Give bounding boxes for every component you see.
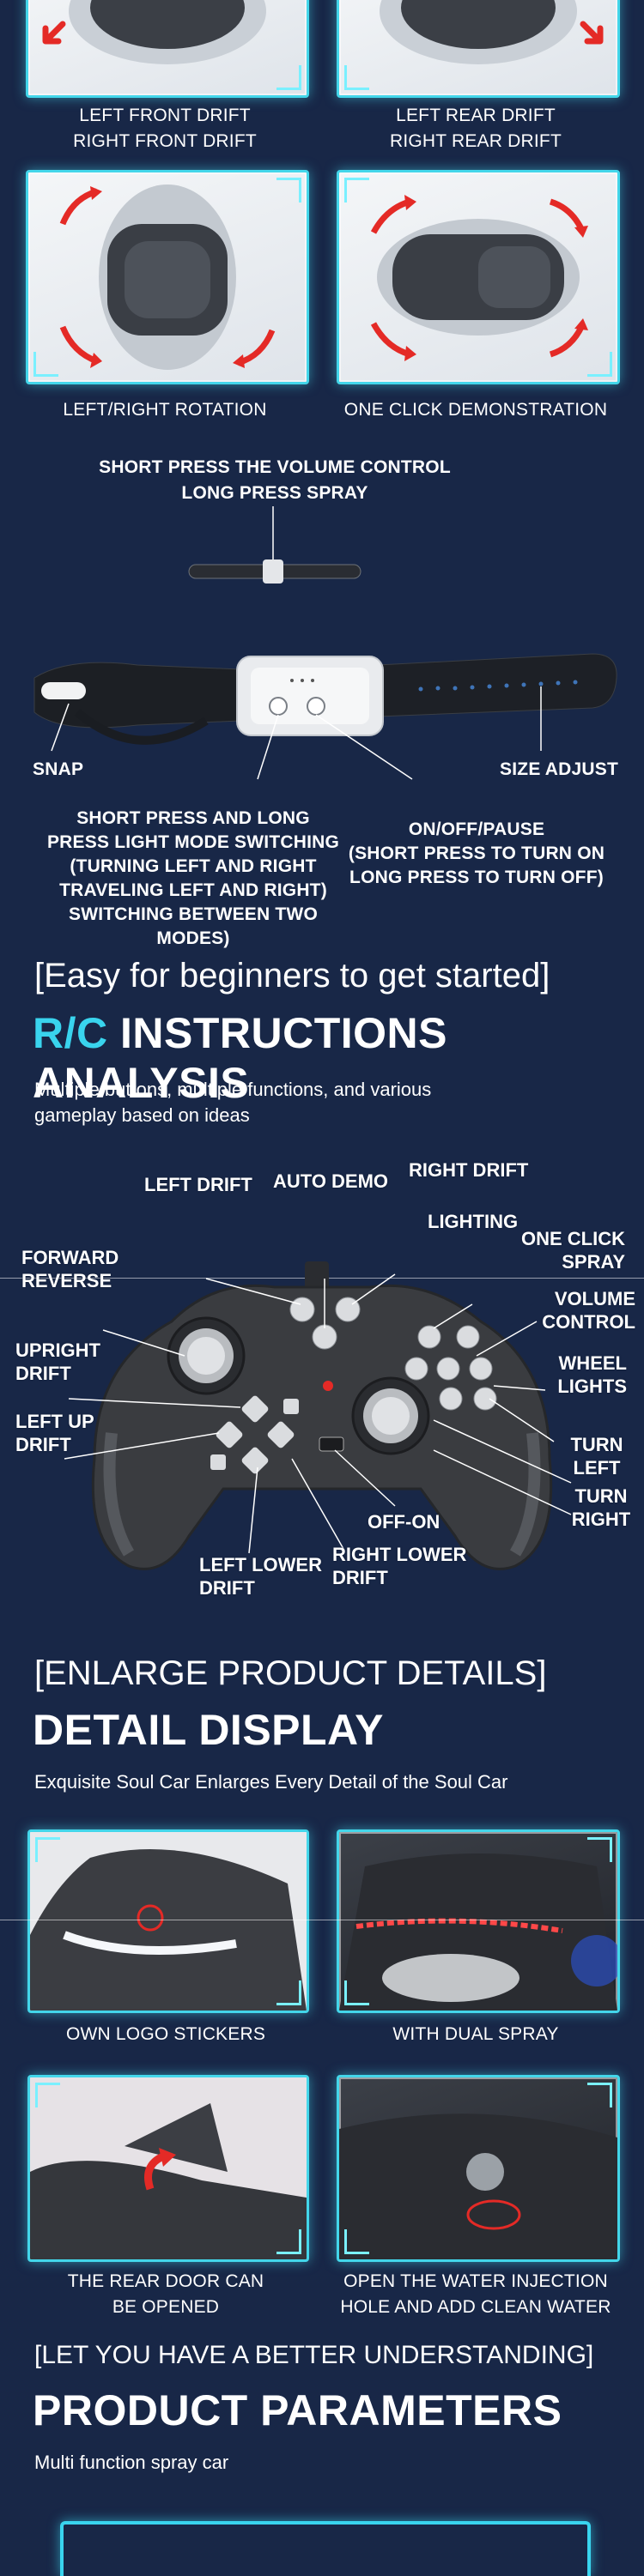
instructions-title: R/C INSTRUCTIONS ANALYSIS [33, 1008, 644, 1108]
label-right-lower-drift: RIGHT LOWER DRIFT [332, 1544, 467, 1588]
label-left-up-drift: LEFT UP DRIFT [15, 1411, 94, 1455]
drift-front-image [26, 0, 309, 98]
snap-label: SNAP [33, 759, 84, 779]
rotation-image [26, 170, 309, 384]
label-lighting: LIGHTING [428, 1211, 519, 1232]
rotation-caption: LEFT/RIGHT ROTATION [63, 400, 267, 420]
drift-rear-image [337, 0, 620, 98]
label-upright-drift: UPRIGHT DRIFT [15, 1339, 100, 1384]
detail-caption-water: OPEN THE WATER INJECTION HOLE AND ADD CL… [340, 2271, 611, 2317]
detail-spray-image [337, 1829, 620, 2013]
demonstration-caption: ONE CLICK DEMONSTRATION [343, 400, 608, 420]
label-turn-left: TURN LEFT [570, 1434, 623, 1478]
drift-rear-caption: LEFT REAR DRIFT RIGHT REAR DRIFT [390, 106, 562, 151]
detail-rear-door-image [27, 2075, 309, 2262]
detail-caption-spray: WITH DUAL SPRAY [392, 2024, 559, 2044]
parameters-title: PRODUCT PARAMETERS [33, 2386, 562, 2434]
details-title: DETAIL DISPLAY [33, 1706, 384, 1754]
details-tag: [ENLARGE PRODUCT DETAILS] [34, 1654, 547, 1692]
instructions-title-highlight: R/C [33, 1009, 108, 1057]
label-forward-reverse: FORWARD REVERSE [21, 1247, 119, 1291]
label-off-on: OFF-ON [368, 1511, 440, 1533]
detail-water-image [337, 2075, 620, 2262]
wrist-remote-illustration [33, 506, 617, 780]
drift-front-caption: LEFT FRONT DRIFT RIGHT FRONT DRIFT [73, 106, 257, 151]
light-mode-label: SHORT PRESS AND LONG PRESS LIGHT MODE SW… [46, 808, 340, 948]
label-one-click-spray: ONE CLICK SPRAY [521, 1228, 625, 1273]
parameters-panel-top [60, 2521, 591, 2576]
instructions-subtitle: Multiple buttons, multiple functions, an… [34, 1079, 432, 1126]
instructions-tag: [Easy for beginners to get started] [34, 957, 550, 995]
detail-caption-logo: OWN LOGO STICKERS [65, 2024, 266, 2044]
label-volume-control: VOLUME CONTROL [542, 1288, 635, 1333]
label-turn-right: TURN RIGHT [571, 1485, 631, 1530]
label-wheel-lights: WHEEL LIGHTS [557, 1352, 627, 1397]
demonstration-image [337, 170, 620, 384]
controller-illustration [64, 1261, 572, 1570]
parameters-tag: [LET YOU HAVE A BETTER UNDERSTANDING] [34, 2341, 594, 2369]
label-left-drift: LEFT DRIFT [144, 1174, 252, 1195]
detail-logo-image [27, 1829, 309, 2013]
detail-caption-rear-door: THE REAR DOOR CAN BE OPENED [67, 2271, 264, 2317]
wrist-top-label: SHORT PRESS THE VOLUME CONTROL LONG PRES… [99, 457, 451, 503]
label-left-lower-drift: LEFT LOWER DRIFT [199, 1554, 322, 1599]
label-auto-demo: AUTO DEMO [273, 1170, 389, 1192]
details-subtitle: Exquisite Soul Car Enlarges Every Detail… [34, 1771, 508, 1793]
instructions-title-rest: INSTRUCTIONS ANALYSIS [33, 1009, 448, 1107]
label-right-drift: RIGHT DRIFT [409, 1159, 529, 1181]
parameters-subtitle: Multi function spray car [34, 2452, 229, 2473]
power-label: ON/OFF/PAUSE (SHORT PRESS TO TURN ON LON… [348, 819, 605, 887]
size-adjust-label: SIZE ADJUST [500, 759, 618, 779]
